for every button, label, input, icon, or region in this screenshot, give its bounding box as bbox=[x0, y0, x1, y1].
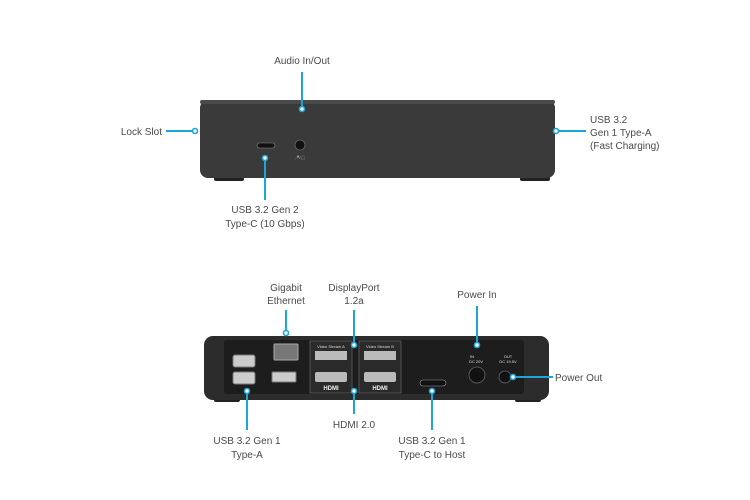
hdmi-a bbox=[315, 372, 347, 382]
headset-icon: 🎤/🎧 bbox=[294, 155, 305, 160]
hdmi-logo-a: HDMI bbox=[323, 386, 339, 392]
in-marking: IN bbox=[470, 354, 474, 359]
label-usb-c-host-1: USB 3.2 Gen 1 bbox=[398, 436, 466, 447]
displayport-b bbox=[364, 351, 396, 360]
usb-c-port bbox=[256, 142, 276, 149]
lock-callout-dot bbox=[191, 127, 199, 135]
label-usb-a-fast-1: USB 3.2 bbox=[590, 115, 628, 126]
audio-callout-dot bbox=[298, 105, 306, 113]
displayport-a bbox=[315, 351, 347, 360]
stream-a-marking: Video Stream A bbox=[317, 344, 345, 349]
video-stream-b-block bbox=[358, 340, 402, 394]
hdmi-logo-b: HDMI bbox=[372, 386, 388, 392]
usb-a-port-2 bbox=[232, 371, 256, 385]
label-usb-a-fast-2: Gen 1 Type-A bbox=[590, 128, 652, 139]
label-usb-a-2: Type-A bbox=[231, 450, 263, 461]
rear-view: Video Stream A HDMI Video Stream B HDMI … bbox=[204, 283, 602, 461]
out-marking: OUT bbox=[504, 354, 513, 359]
hdmi-b bbox=[364, 372, 396, 382]
ethernet-port bbox=[273, 343, 299, 361]
usb-c-host-port bbox=[419, 379, 447, 387]
label-usb-a-fast-3: (Fast Charging) bbox=[590, 141, 659, 152]
usb-a-port-1 bbox=[232, 354, 256, 368]
video-stream-a-block bbox=[309, 340, 353, 394]
stream-b-marking: Video Stream B bbox=[366, 344, 394, 349]
in-rating-marking: DC 20V bbox=[469, 359, 483, 364]
usb-c-callout-dot bbox=[261, 154, 269, 162]
label-power-out: Power Out bbox=[555, 373, 602, 384]
label-hdmi: HDMI 2.0 bbox=[333, 420, 376, 431]
label-lock-slot: Lock Slot bbox=[121, 127, 162, 138]
front-view: 🎤/🎧 Audio In/Out Lock Slot USB 3.2 Gen 1… bbox=[121, 56, 660, 230]
usb-a-port-3 bbox=[271, 371, 297, 383]
out-rating-marking: DC 19.5V bbox=[499, 359, 517, 364]
label-usb-c-1: USB 3.2 Gen 2 bbox=[231, 205, 299, 216]
audio-jack bbox=[294, 139, 306, 151]
power-in-jack bbox=[468, 366, 486, 384]
label-usb-c-2: Type-C (10 Gbps) bbox=[225, 219, 304, 230]
label-ethernet-1: Gigabit bbox=[270, 283, 302, 294]
label-ethernet-2: Ethernet bbox=[267, 296, 305, 307]
usb-a-fast-callout-dot bbox=[552, 127, 560, 135]
label-usb-c-host-2: Type-C to Host bbox=[399, 450, 466, 461]
label-usb-a-1: USB 3.2 Gen 1 bbox=[213, 436, 281, 447]
dock-front-body bbox=[200, 100, 555, 178]
label-displayport-2: 1.2a bbox=[344, 296, 364, 307]
label-audio: Audio In/Out bbox=[274, 56, 330, 67]
label-displayport-1: DisplayPort bbox=[328, 283, 379, 294]
label-power-in: Power In bbox=[457, 290, 496, 301]
power-out-jack bbox=[498, 370, 512, 384]
